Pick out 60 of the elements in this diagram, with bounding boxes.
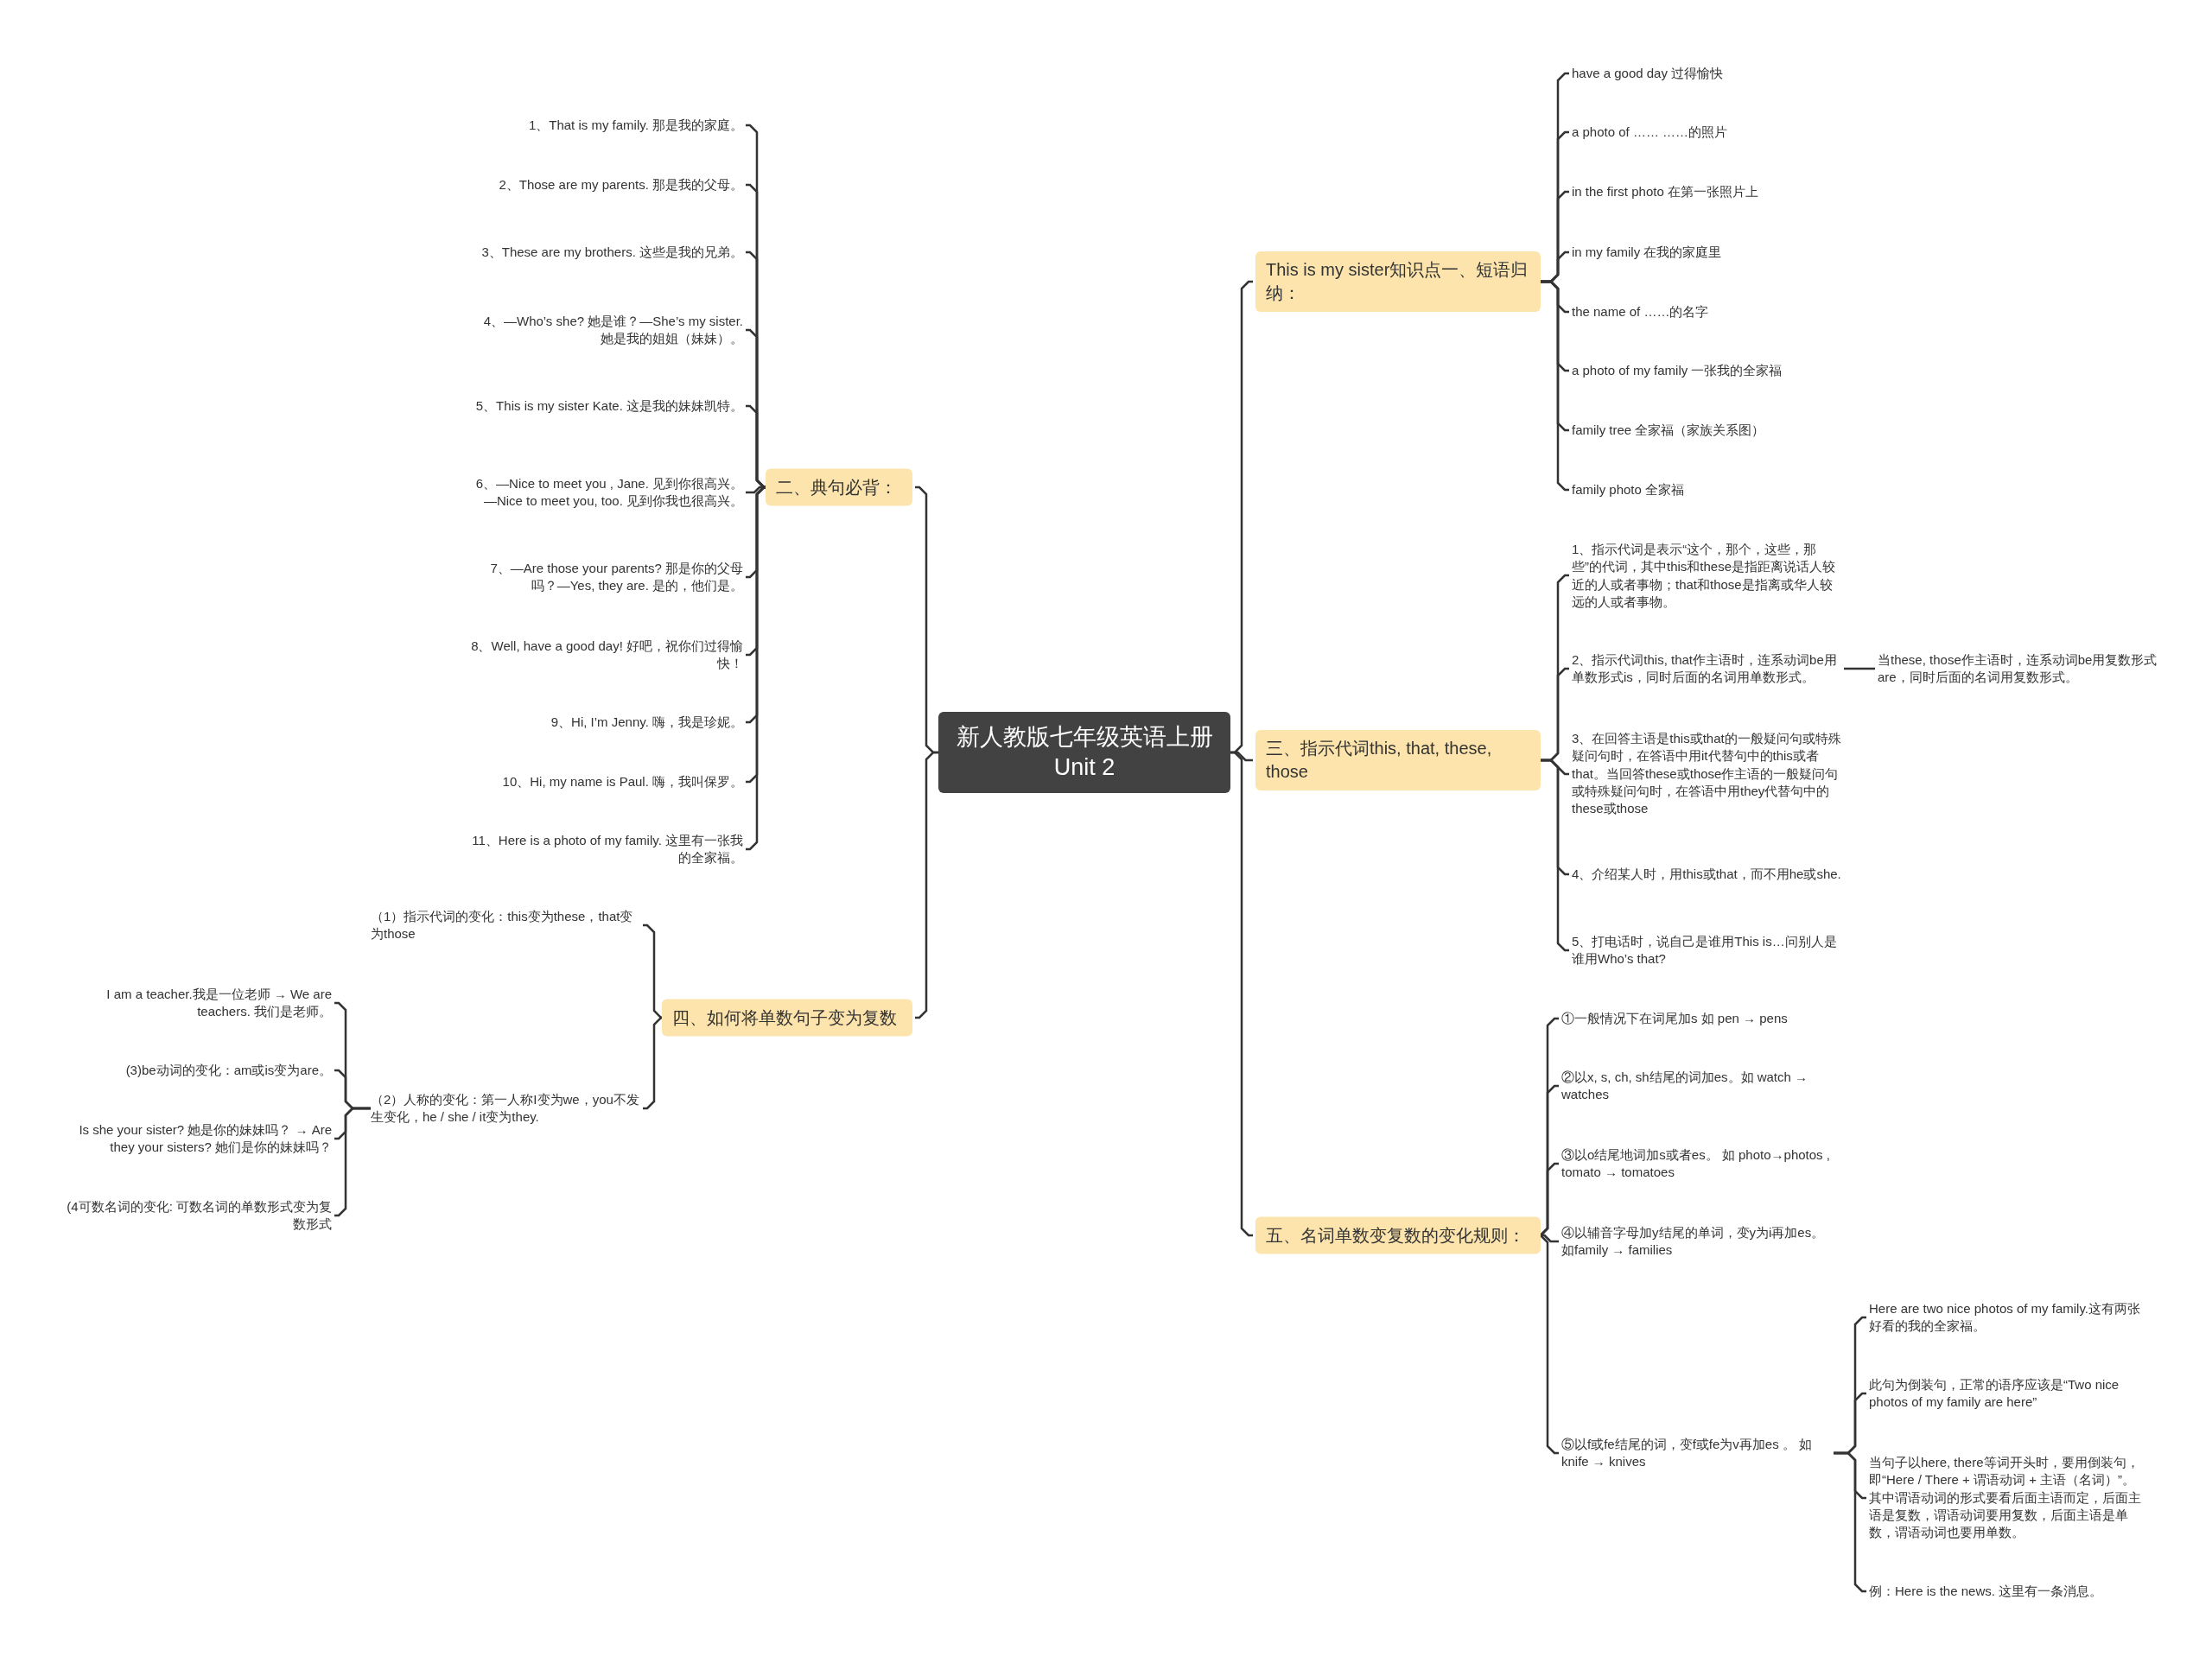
subtopic-text: 4、—Who’s she? 她是谁？—She’s my sister. 她是我的姐姐（妹妹）。 [471, 312, 743, 348]
subtopic-text: ④以辅音字母加y结尾的单词，变y为i再加es。如family → families [1561, 1223, 1834, 1260]
subtopic-text: the name of ……的名字 [1572, 302, 1857, 321]
subtopic-text: in my family 在我的家庭里 [1572, 243, 1857, 262]
connector-line [1541, 280, 1569, 492]
subtopic-text: Here are two nice photos of my family.这有两张好看的我的全家福。 [1869, 1299, 2145, 1336]
subtopic-text: have a good day 过得愉快 [1572, 64, 1857, 83]
subtopic-text: a photo of …… ……的照片 [1572, 123, 1857, 142]
subtopic-text: family tree 全家福（家族关系图） [1572, 421, 1857, 440]
subtopic-text: 4、介绍某人时，用this或that，而不用he或she. [1572, 865, 1844, 884]
connector-line [1834, 1451, 1866, 1593]
subtopic-text: 2、指示代词this, that作主语时，连系动词be用单数形式is，同时后面的名词用单数形式。 [1572, 651, 1844, 687]
topic-box: This is my sister知识点一、短语归纳： [1255, 251, 1541, 312]
connector-line [915, 751, 938, 1019]
subtopic-text: I am a teacher.我是一位老师 → We are teachers. 我们是老师。 [59, 985, 332, 1021]
connector-line [746, 404, 766, 489]
subtopic-text: 1、That is my family. 那是我的家庭。 [471, 116, 743, 135]
connector-line [1844, 667, 1875, 670]
connector-line [1230, 751, 1254, 1237]
subtopic-text: 当句子以here, there等词开头时，要用倒装句，即“Here / There + 谓语动词 + 主语（名词）”。其中谓语动词的形式要看后面主语而定，后面主语是复数，谓语动词要用复数，后面主语是单数，谓语动词也要用单数。 [1869, 1454, 2145, 1542]
subtopic-text: a photo of my family 一张我的全家福 [1572, 361, 1857, 380]
topic-box: 四、如何将单数句子变为复数 [662, 999, 912, 1037]
subtopic-text: 6、—Nice to meet you , Jane. 见到你很高兴。—Nice to meet you, too. 见到你我也很高兴。 [471, 474, 743, 511]
subtopic-text: 例：Here is the news. 这里有一条消息。 [1869, 1582, 2145, 1601]
central-topic: 新人教版七年级英语上册 Unit 2 [938, 711, 1230, 794]
subtopic-text: ⑤以f或fe结尾的词，变f或fe为v再加es 。 如 knife → knives [1561, 1435, 1834, 1471]
subtopic-text: 此句为倒装句，正常的语序应该是“Two nice photos of my family are here” [1869, 1375, 2145, 1412]
subtopic-text: 3、在回答主语是this或that的一般疑问句或特殊疑问句时，在答语中用it代替句中的this或者that。当回答these或those作主语的一般疑问句或特殊疑问句时，在答语中用they代替句中的these或those [1572, 730, 1844, 818]
subtopic-text: 5、打电话时，说自己是谁用This is…问别人是谁用Who’s that? [1572, 932, 1844, 968]
subtopic-text: 11、Here is a photo of my family. 这里有一张我的全家福。 [471, 831, 743, 867]
subtopic-text: (3)be动词的变化：am或is变为are。 [59, 1061, 332, 1080]
subtopic-text: 8、Well, have a good day! 好吧，祝你们过得愉快！ [471, 637, 743, 673]
subtopic-text: （1）指示代词的变化：this变为these，that变为those [371, 907, 640, 943]
subtopic-text: 2、Those are my parents. 那是我的父母。 [471, 175, 743, 194]
topic-box: 五、名词单数变复数的变化规则： [1255, 1216, 1541, 1254]
subtopic-text: 9、Hi, I’m Jenny. 嗨，我是珍妮。 [471, 713, 743, 732]
subtopic-text: 当these, those作主语时，连系动词be用复数形式are，同时后面的名词用复数形式。 [1878, 651, 2163, 687]
topic-box: 二、典句必背： [766, 468, 912, 506]
connector-line [1539, 1162, 1559, 1237]
subtopic-text: Is she your sister? 她是你的妹妹吗？ → Are they your sisters? 她们是你的妹妹吗？ [59, 1120, 332, 1157]
subtopic-text: （2）人称的变化：第一人称I变为we，you不发生变化，he / she / it变为they. [371, 1090, 640, 1127]
subtopic-text: (4可数名词的变化: 可数名词的单数形式变为复数形式 [59, 1197, 332, 1234]
connector-line [643, 924, 663, 1019]
subtopic-text: ②以x, s, ch, sh结尾的词加es。如 watch → watches [1561, 1068, 1834, 1104]
subtopic-text: 3、These are my brothers. 这些是我的兄弟。 [471, 243, 743, 262]
connector-line [1541, 759, 1569, 952]
connector-line [643, 1016, 663, 1110]
connector-line [1541, 1234, 1559, 1243]
subtopic-text: ③以o结尾地词加s或者es。 如 photo→photos , tomato → tomatoes [1561, 1146, 1834, 1182]
subtopic-text: in the first photo 在第一张照片上 [1572, 182, 1857, 201]
connector-line [746, 486, 766, 851]
subtopic-text: 1、指示代词是表示“这个，那个，这些，那些”的代词，其中this和these是指距离说话人较近的人或者事物；that和those是指离或华人较远的人或者事物。 [1572, 540, 1844, 611]
subtopic-text: 10、Hi, my name is Paul. 嗨，我叫保罗。 [471, 772, 743, 791]
subtopic-text: ①一般情况下在词尾加s 如 pen → pens [1561, 1009, 1834, 1028]
subtopic-text: 7、—Are those your parents? 那是你的父母吗？—Yes, they are. 是的，他们是。 [471, 559, 743, 595]
subtopic-text: 5、This is my sister Kate. 这是我的妹妹凯特。 [471, 397, 743, 416]
topic-box: 三、指示代词this, that, these, those [1255, 730, 1541, 790]
connector-line [1539, 1234, 1559, 1455]
subtopic-text: family photo 全家福 [1572, 480, 1857, 499]
connector-line [334, 1107, 371, 1217]
